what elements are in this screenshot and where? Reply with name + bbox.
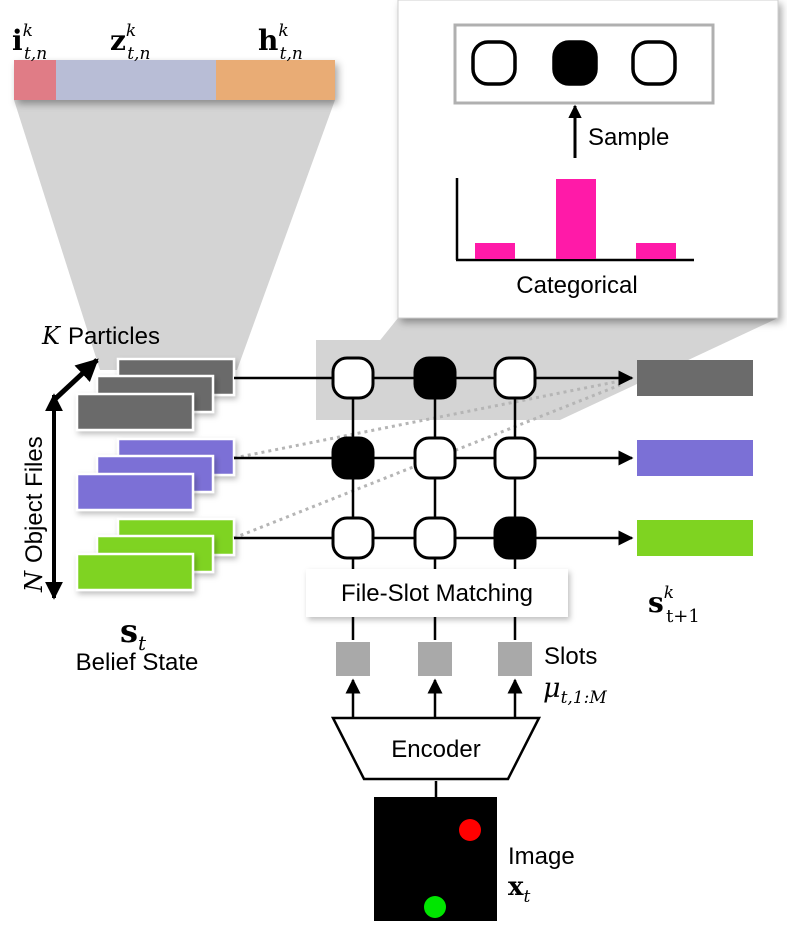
categorical-bar-3 (636, 243, 676, 259)
object-file-stack-2 (75, 437, 236, 512)
image-object-green (424, 896, 446, 918)
object-file-stack-3 (75, 517, 236, 592)
matching-label: File-Slot Matching (341, 580, 533, 607)
object-file-stack-1 (75, 357, 236, 432)
vector-zoom-projection (14, 100, 335, 370)
slots-symbol: μt,1:M (543, 673, 607, 708)
vector-segment-i (14, 60, 56, 100)
categorical-label: Categorical (516, 272, 637, 299)
encoder-block (330, 716, 542, 781)
belief-state-symbol: st (120, 612, 147, 655)
onehot-node-1 (471, 40, 517, 86)
onehot-sample (471, 40, 677, 86)
matching-label-box (306, 569, 568, 617)
slots (336, 642, 532, 718)
matching-node-2-3 (493, 436, 537, 480)
matching-node-3-1 (331, 516, 375, 560)
vector-segment-z (56, 60, 216, 100)
particle-3 (75, 552, 195, 592)
matching-node-2-1 (331, 436, 375, 480)
sample-label: Sample (588, 124, 669, 151)
slots-label: Slots (544, 643, 597, 670)
categorical-bar-1 (475, 243, 515, 259)
image-object-red (459, 819, 481, 841)
output-object-file-3 (637, 520, 753, 556)
matching-grid (234, 356, 634, 640)
onehot-node-2 (552, 40, 598, 86)
vector-segment-h (216, 60, 335, 100)
output-object-file-1 (637, 360, 753, 396)
slot-1 (336, 642, 370, 676)
slot-3 (498, 642, 532, 676)
onehot-node-3 (631, 40, 677, 86)
categorical-bar-2 (556, 179, 596, 259)
matching-node-1-2 (413, 356, 457, 400)
slot-2 (418, 642, 452, 676)
output-bars (637, 360, 753, 556)
matching-node-1-1 (331, 356, 375, 400)
n-object-files-label: NObject Files (20, 436, 48, 593)
particle-3 (75, 392, 195, 432)
belief-state-label: Belief State (76, 649, 199, 676)
matching-node-3-3 (493, 516, 537, 560)
categorical-chart (455, 178, 694, 262)
dotted-link-1 (233, 379, 621, 460)
encoder-label: Encoder (391, 736, 480, 763)
matching-node-1-3 (493, 356, 537, 400)
particle-vector (14, 60, 335, 100)
matching-node-3-2 (413, 516, 457, 560)
output-object-file-2 (637, 440, 753, 476)
image-symbol: xt (508, 872, 531, 907)
particle-3 (75, 472, 195, 512)
particle-stacks (75, 357, 236, 592)
matching-node-2-2 (413, 436, 457, 480)
image-label: Image (508, 843, 575, 870)
